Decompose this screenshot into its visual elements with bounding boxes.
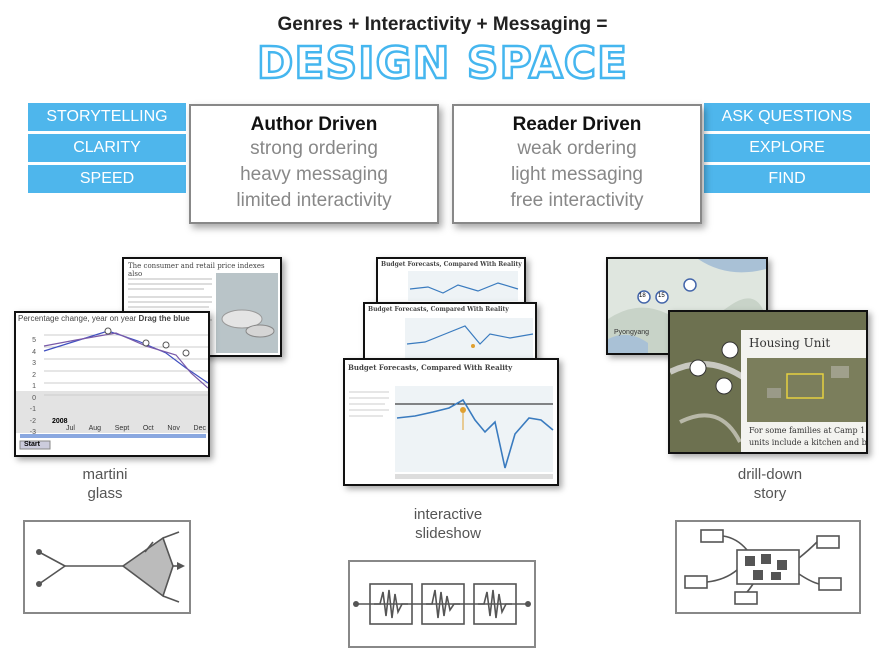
subtitle: Genres + Interactivity + Messaging = <box>277 14 608 35</box>
tag-ask-questions: ASK QUESTIONS <box>704 103 870 131</box>
month-tick: Aug <box>88 425 102 432</box>
slide-3-chart <box>349 386 554 479</box>
y-tick: 3 <box>32 360 36 367</box>
reader-line-messaging: light messaging <box>510 164 644 185</box>
drilldown-drawing <box>684 529 842 605</box>
slide-1-title: Budget Forecasts, Compared With Reality <box>381 261 522 268</box>
slide-3-title: Budget Forecasts, Compared With Reality <box>348 363 513 372</box>
drilldown-sketch <box>675 520 861 614</box>
caption-line: drill-down <box>737 466 803 483</box>
author-line-messaging: heavy messaging <box>240 164 388 185</box>
slide-2-chart <box>405 318 534 358</box>
reader-line-ordering: weak ordering <box>517 138 637 159</box>
slide-3-screenshot: Budget Forecasts, Compared With Reality … <box>343 358 559 486</box>
y-tick: 2 <box>32 371 36 379</box>
tag-clarity: CLARITY <box>28 134 186 162</box>
slide-2-screenshot: Budget Forecasts, Compared With Reality … <box>363 302 537 362</box>
month-tick: Oct <box>142 425 154 432</box>
popup-aerial-photo <box>747 358 866 422</box>
tag-explore: EXPLORE <box>704 134 870 162</box>
y-tick: 0 <box>32 394 36 402</box>
tag-storytelling: STORYTELLING <box>28 103 186 131</box>
caption-line: martini <box>82 466 128 483</box>
slide-1-screenshot: Budget Forecasts, Compared With Reality … <box>376 257 526 305</box>
chart-instruction: Drag the blue <box>138 314 190 323</box>
slide-1-chart <box>408 271 519 301</box>
author-driven-title: Author Driven <box>250 114 378 135</box>
y-tick: 5 <box>32 337 36 344</box>
month-tick: Nov <box>167 425 180 432</box>
map-marker-18[interactable]: 18 <box>639 293 646 299</box>
martini-caption: martini glass <box>55 465 155 503</box>
drilldown-satellite-screenshot: Housing Unit For some families at Camp 1… <box>668 310 868 454</box>
slideshow-sketch <box>348 560 536 648</box>
map-city-label: Pyongyang <box>614 329 650 336</box>
drilldown-caption: drill-down story <box>720 465 820 503</box>
popup-text-1: For some families at Camp 15 <box>749 426 868 435</box>
caption-line: story <box>753 485 787 502</box>
caption-line: slideshow <box>415 525 481 542</box>
housing-unit-popup[interactable]: Housing Unit For some families at Camp 1… <box>741 330 866 452</box>
tag-find: FIND <box>704 165 870 193</box>
popup-title: Housing Unit <box>749 336 831 350</box>
popup-text-2: units include a kitchen and b <box>749 438 867 447</box>
y-tick: 1 <box>32 383 36 390</box>
month-tick: Jul <box>66 425 75 432</box>
chart-header: Percentage change, year on year <box>18 314 137 323</box>
month-tick: Sept <box>114 425 130 432</box>
reader-driven-panel: Reader Driven weak ordering light messag… <box>452 104 702 224</box>
author-line-ordering: strong ordering <box>250 138 378 159</box>
y-tick: -2 <box>29 417 36 425</box>
martini-glass-sketch <box>23 520 191 614</box>
martini-line-chart <box>16 327 208 450</box>
start-button[interactable]: Start <box>24 441 40 448</box>
y-tick: -3 <box>29 429 36 436</box>
slideshow-caption: interactive slideshow <box>398 505 498 543</box>
y-tick: 4 <box>32 348 36 356</box>
article-headline: The consumer and retail price indexes al… <box>128 262 265 278</box>
map-marker-15[interactable]: 15 <box>658 293 665 299</box>
slide-2-title: Budget Forecasts, Compared With Reality <box>368 306 509 313</box>
y-tick: -1 <box>29 406 36 413</box>
month-tick: Dec <box>193 425 206 432</box>
design-space-title: DESIGN SPACE <box>256 37 629 91</box>
author-line-interactivity: limited interactivity <box>236 190 392 211</box>
month-axis: Jul Aug Sept Oct Nov Dec <box>66 425 206 432</box>
martini-chart-screenshot: Percentage change, year on year Drag the… <box>14 311 210 457</box>
slideshow-drawing <box>353 583 531 625</box>
year-label: 2008 <box>52 418 68 425</box>
reader-driven-title: Reader Driven <box>512 114 642 135</box>
caption-line: glass <box>87 485 123 502</box>
author-driven-panel: Author Driven strong ordering heavy mess… <box>189 104 439 224</box>
reader-line-interactivity: free interactivity <box>510 190 644 211</box>
martini-y-ticks: 5 4 3 2 1 0 -1 -2 -3 <box>22 335 36 439</box>
tag-speed: SPEED <box>28 165 186 193</box>
caption-line: interactive <box>413 506 483 523</box>
martini-glass-drawing <box>36 531 185 603</box>
